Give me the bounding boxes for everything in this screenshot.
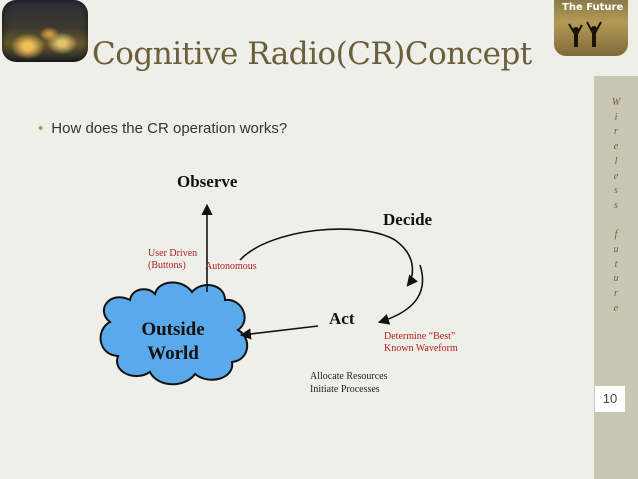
sidebar-letter: s <box>614 185 618 197</box>
sidebar-letter: t <box>614 258 618 270</box>
determine-best-label: Determine “Best” Known Waveform <box>384 331 458 355</box>
allocate-line: Allocate Resources <box>310 371 388 382</box>
sidebar-letter: r <box>614 288 618 300</box>
initiate-line: Initiate Processes <box>310 384 380 395</box>
bullet-text: How does the CR operation works? <box>51 120 288 137</box>
act-label: Act <box>329 309 355 328</box>
sidebar-letter: l <box>614 155 618 167</box>
world-line: World <box>147 343 199 364</box>
sidebar-letter: r <box>614 126 618 138</box>
sidebar-letter: f <box>614 229 618 241</box>
future-caption: The Future <box>562 2 624 13</box>
bullet-dot-icon: • <box>38 120 44 137</box>
arrow-to-outside-world <box>239 325 319 340</box>
autonomous-label: Autonomous <box>205 261 257 272</box>
determine-line1: Determine “Best” <box>384 331 456 342</box>
sidebar-letter: i <box>614 111 618 123</box>
arrow-observe-decide-act <box>239 228 418 287</box>
user-driven-line2: (Buttons) <box>148 260 186 271</box>
observe-label: Observe <box>177 172 238 191</box>
outside-world-label: Outside World <box>128 318 218 366</box>
sidebar-vertical-text: W i r e l e s s f u t u r e <box>594 96 638 317</box>
user-driven-line1: User Driven <box>148 248 198 259</box>
outside-line: Outside <box>141 319 205 340</box>
sidebar-letter: e <box>613 141 619 153</box>
arrow-decide-act <box>377 264 424 325</box>
act-actions-label: Allocate Resources Initiate Processes <box>310 370 387 396</box>
sidebar-letter: s <box>614 199 618 211</box>
people-silhouette-icon <box>568 21 602 47</box>
user-driven-label: User Driven (Buttons) <box>148 248 197 272</box>
sidebar-letter: u <box>613 273 619 285</box>
page-title: Cognitive Radio(CR)Concept <box>92 36 532 72</box>
determine-line2: Known Waveform <box>384 343 458 354</box>
sidebar-letter: W <box>611 97 621 108</box>
outside-world-cloud <box>99 281 248 386</box>
sidebar-letter: u <box>613 244 619 256</box>
sidebar-letter: e <box>613 302 619 314</box>
sidebar-letter: e <box>613 170 619 182</box>
future-photo: The Future <box>554 0 628 56</box>
bullet-item: • How does the CR operation works? <box>38 120 287 137</box>
slide-number: 10 <box>594 385 626 413</box>
decide-label: Decide <box>383 210 433 229</box>
city-photo <box>2 0 88 62</box>
